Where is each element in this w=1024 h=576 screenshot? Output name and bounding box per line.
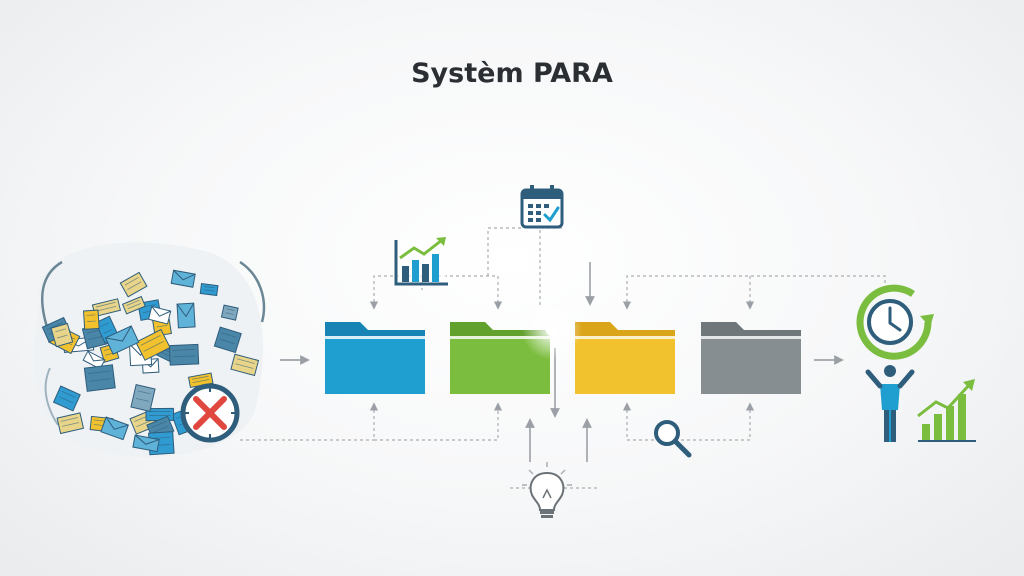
clutter-item	[176, 302, 196, 329]
clutter-item	[130, 384, 156, 412]
clutter-item	[83, 309, 100, 330]
clutter-item	[132, 434, 160, 453]
clutter-item	[56, 412, 85, 435]
growth-chart-icon	[394, 237, 448, 286]
magnifier-icon	[654, 420, 692, 458]
clutter-item	[82, 350, 106, 370]
clutter-item	[199, 282, 219, 297]
clutter-item	[121, 295, 146, 315]
clutter-item	[213, 326, 242, 354]
clutter-item	[119, 271, 148, 298]
clutter-item	[83, 364, 116, 392]
clutter-item	[104, 325, 140, 355]
clutter-item	[170, 269, 196, 288]
lightbulb-icon	[522, 462, 572, 518]
folder-gray-icon	[701, 322, 801, 394]
folder-yellow-icon	[575, 322, 675, 394]
clutter-item	[135, 328, 171, 361]
clock-cycle-icon	[856, 284, 934, 360]
person-cheer-icon	[865, 365, 915, 442]
clutter-item	[50, 322, 74, 348]
success-chart-icon	[917, 379, 976, 442]
folder-blue-icon	[325, 322, 425, 394]
clutter-item	[100, 416, 129, 441]
clutter-item	[52, 385, 81, 412]
page-title: Systèm PARA	[411, 58, 613, 89]
clutter-item	[168, 343, 200, 366]
calendar-check-icon	[520, 185, 564, 229]
clutter-item	[220, 304, 239, 321]
no-entry-x-icon	[180, 383, 240, 443]
clutter-item	[230, 353, 260, 377]
clutter-item	[147, 305, 172, 325]
glow-core	[546, 324, 558, 336]
